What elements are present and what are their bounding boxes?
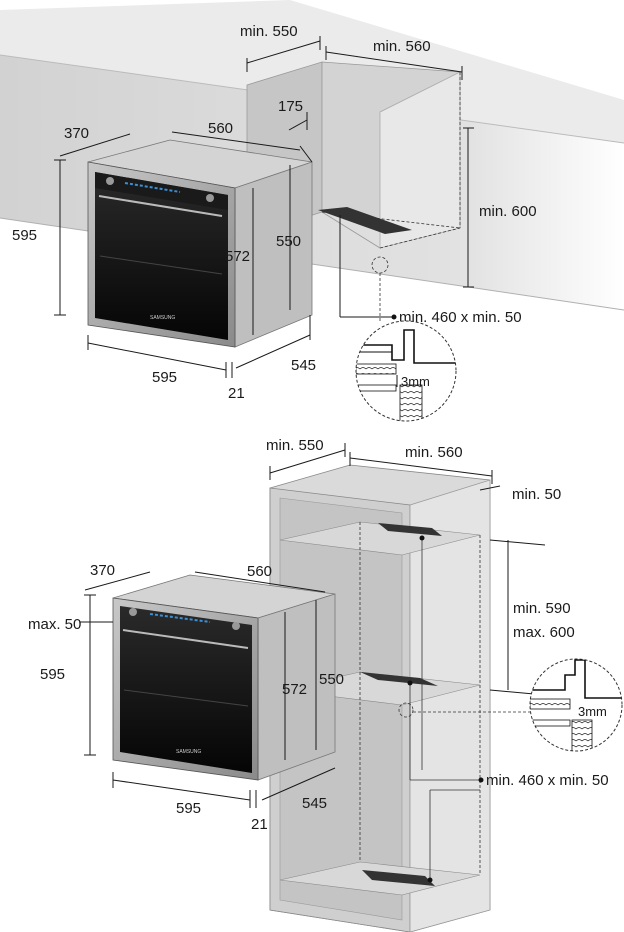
label-cab-width-top: min. 560 <box>373 38 431 55</box>
niche-dimensions <box>246 36 474 322</box>
label-body-height-top: 572 <box>225 248 250 265</box>
brand-logo: SAMSUNG <box>176 749 201 755</box>
label-oven-depth-bottom: 370 <box>90 562 115 579</box>
label-cab-width-bottom: min. 560 <box>405 444 463 461</box>
detail-circle-bottom: 3mm <box>529 658 623 752</box>
knob-icon <box>106 177 114 185</box>
label-cab-depth-bottom: min. 550 <box>266 437 324 454</box>
oven-top: SAMSUNG <box>87 139 313 348</box>
oven-bottom: SAMSUNG <box>112 574 336 781</box>
knob-icon <box>129 608 137 616</box>
label-cab-depth-top: min. 550 <box>240 23 298 40</box>
cabinet-dimensions <box>269 443 546 883</box>
vent-opening-top <box>318 207 412 234</box>
label-oven-depth-top: 370 <box>64 125 89 142</box>
label-oven-width-bottom: 560 <box>247 563 272 580</box>
label-niche-min-bottom: min. 590 <box>513 600 571 617</box>
label-detail-bottom: 3mm <box>578 704 607 719</box>
vent-opening-lower <box>362 870 435 886</box>
oven-dimensions-bottom <box>80 571 336 808</box>
label-niche-max-bottom: max. 600 <box>513 624 575 641</box>
label-body-height-bottom: 572 <box>282 681 307 698</box>
knob-icon <box>206 194 214 202</box>
knob-icon <box>232 622 240 630</box>
tall-cabinet-installation: min. 550 min. 560 min. 50 min. 590 max. … <box>28 437 623 932</box>
label-vent-top: min. 460 x min. 50 <box>399 309 522 326</box>
label-panel-21-bottom: 21 <box>251 816 268 833</box>
label-depth-545-top: 545 <box>291 357 316 374</box>
label-top-gap-bottom: max. 50 <box>28 616 81 633</box>
detail-circle-top: 3mm <box>355 320 457 422</box>
under-counter-installation: min. 550 min. 560 175 min. 600 min. 460 … <box>0 0 624 422</box>
vent-opening-middle <box>360 672 438 686</box>
brand-logo: SAMSUNG <box>150 315 175 321</box>
label-depth-545-bottom: 545 <box>302 795 327 812</box>
label-oven-width-top: 560 <box>208 120 233 137</box>
label-oven-height-top: 595 <box>12 227 37 244</box>
label-oven-height-bottom: 595 <box>40 666 65 683</box>
label-width-595-bottom: 595 <box>176 800 201 817</box>
label-width-595-top: 595 <box>152 369 177 386</box>
label-back-gap-bottom: min. 50 <box>512 486 561 503</box>
label-recess-top: 175 <box>278 98 303 115</box>
label-cab-height-top: min. 600 <box>479 203 537 220</box>
vent-opening-upper <box>378 523 442 536</box>
label-vent-bottom: min. 460 x min. 50 <box>486 772 609 789</box>
label-detail-top: 3mm <box>401 374 430 389</box>
label-depth-550-bottom: 550 <box>319 671 344 688</box>
oven-dimensions-top <box>54 131 313 378</box>
label-panel-21-top: 21 <box>228 385 245 402</box>
label-depth-550-top: 550 <box>276 233 301 250</box>
